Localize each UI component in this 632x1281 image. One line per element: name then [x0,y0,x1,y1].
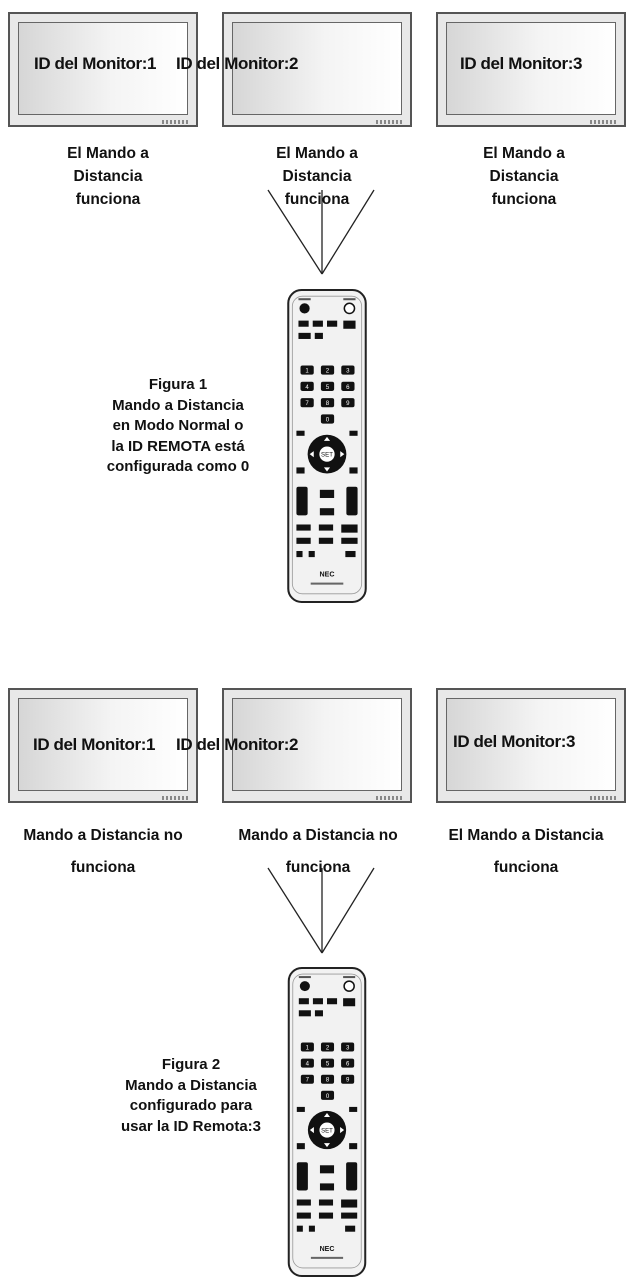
keypad-key: 2 [326,1046,330,1052]
monitor-1-caption-fig2: Mando a Distancia no funciona [23,827,183,876]
remote-control-fig1: 1 2 3 4 5 6 7 8 9 0 SET NEC [287,289,367,603]
remote-brand-label: NEC [320,1246,335,1253]
keypad-key: 6 [346,384,350,391]
monitor-3-caption-fig2: El Mando a Distancia funciona [448,827,604,876]
keypad-key: 8 [326,400,330,407]
keypad-key: 1 [305,368,309,375]
monitor-2-fig2 [222,688,412,803]
keypad-key: 8 [326,1078,330,1084]
monitor-1-fig1 [8,12,198,127]
set-button-label: SET [321,452,333,459]
figure-1-caption-line: configurada como 0 [106,458,250,475]
monitor-1-label-fig1: ID del Monitor:1 [34,54,157,73]
keypad-key: 5 [326,1062,330,1068]
keypad-key: 9 [346,400,350,407]
figure-1-caption: Figura 1 Mando a Distancia en Modo Norma… [80,375,276,478]
figure-2-caption-line: Figura 2 [161,1056,221,1073]
keypad-key: 7 [306,1078,310,1084]
monitor-2-caption-fig2: Mando a Distancia no funciona [238,827,398,876]
remote-control-fig2: 1 2 3 4 5 6 7 8 9 0 SET NEC [287,967,367,1277]
figure-1-caption-line: la ID REMOTA está [111,437,245,455]
keypad-key: 2 [326,368,330,375]
monitor-1-label-fig2: ID del Monitor:1 [33,735,156,754]
infrared-beams-fig2 [267,867,375,954]
monitor-1-fig2 [8,688,198,803]
figure-1-caption-line: Figura 1 [148,376,208,393]
keypad-key: 0 [326,1094,330,1100]
keypad-key: 4 [305,384,309,391]
set-button-label: SET [321,1129,333,1135]
keypad-key: 6 [346,1062,350,1068]
monitor-2-caption-fig1: El Mando a Distancia funciona [276,145,358,208]
figure-2-caption-line: configurado para [129,1097,253,1114]
keypad-key: 7 [305,400,309,407]
monitor-3-label-fig1: ID del Monitor:3 [460,54,583,73]
keypad-key: 0 [326,417,330,424]
figure-2-caption-line: Mando a Distancia [125,1076,257,1094]
figure-2-caption: Figura 2 Mando a Distancia configurado p… [96,1055,286,1137]
keypad-key: 3 [346,368,350,375]
monitor-3-fig2 [436,688,626,803]
remote-brand-label: NEC [319,570,334,578]
figure-1-caption-line: en Modo Normal o [112,417,244,434]
keypad-key: 1 [306,1046,310,1052]
keypad-key: 4 [306,1062,310,1068]
infrared-beams-fig1 [267,189,375,275]
monitor-2-label-fig1: ID del Monitor:2 [176,54,299,73]
monitor-2-label-fig2: ID del Monitor:2 [176,735,299,754]
monitor-2-fig1 [222,12,412,127]
monitor-3-caption-fig1: El Mando a Distancia funciona [483,145,565,208]
monitor-1-caption-fig1: El Mando a Distancia funciona [67,145,149,208]
keypad-key: 9 [346,1078,350,1084]
monitor-3-label-fig2: ID del Monitor:3 [453,732,576,751]
monitor-3-fig1 [436,12,626,127]
keypad-key: 5 [326,384,330,391]
figure-2-caption-line: usar la ID Remota:3 [120,1117,262,1135]
figure-1-caption-line: Mando a Distancia [112,396,244,414]
keypad-key: 3 [346,1046,350,1052]
